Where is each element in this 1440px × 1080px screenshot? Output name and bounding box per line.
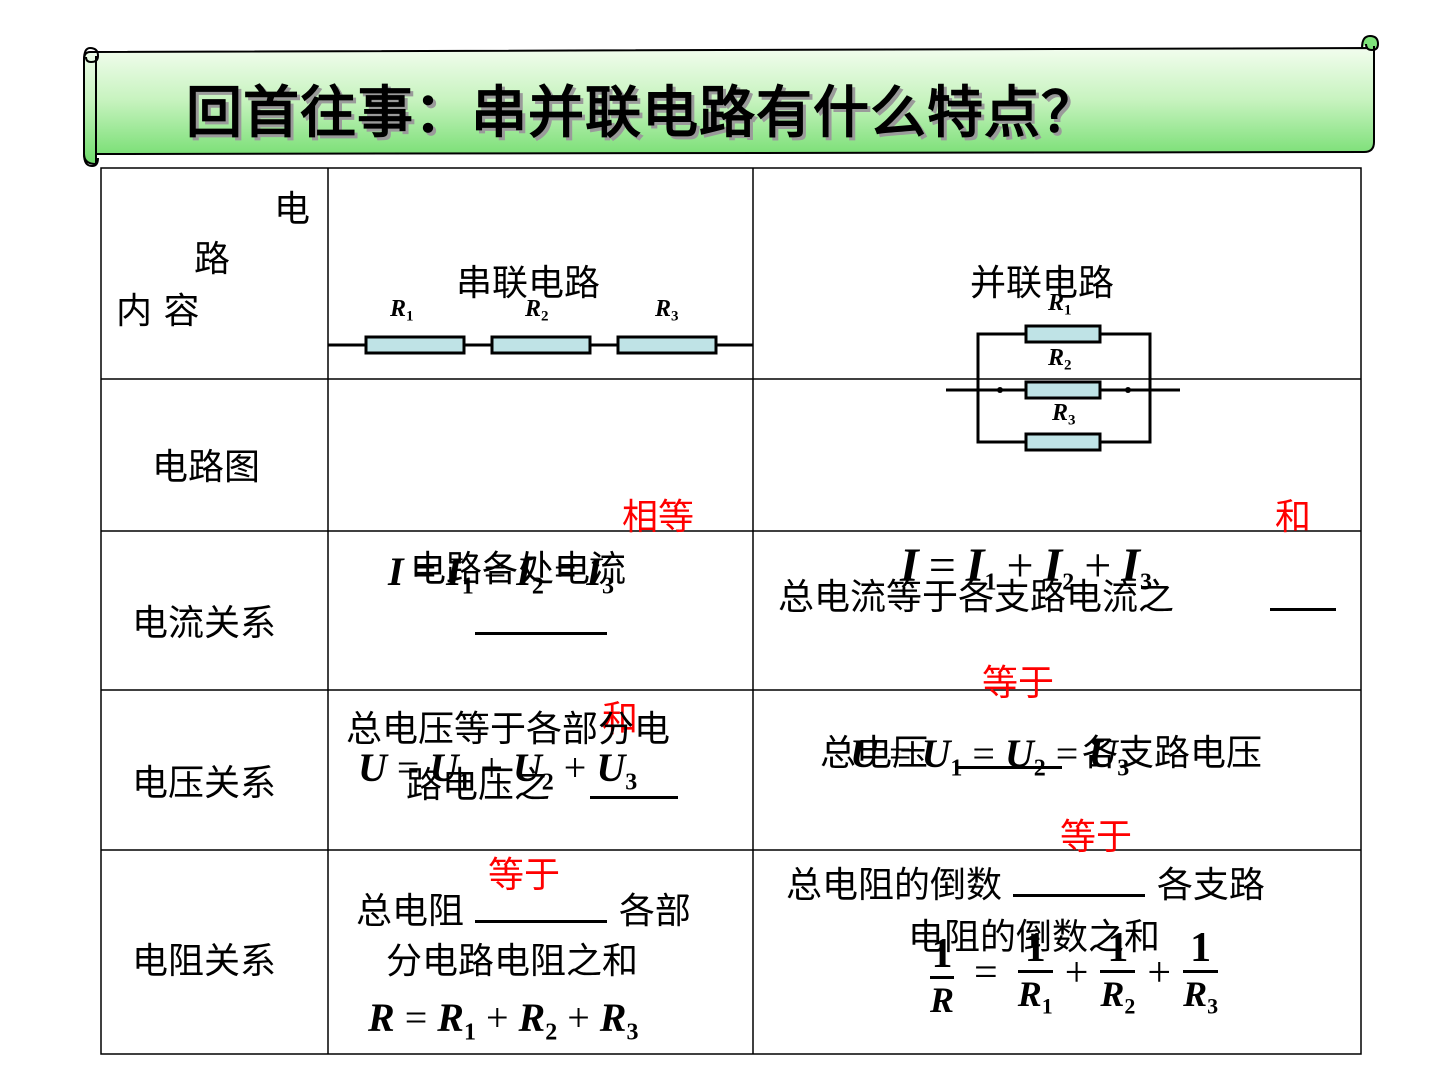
parallel-resistance-blank [1013,864,1146,897]
series-resistance-text-line2: 分电路电阻之和 [386,941,639,982]
parallel-current-formula: I=I1+I2+I3 [900,539,1152,596]
series-label-r1: R1 [390,296,414,325]
series-resistor-r1 [364,335,466,355]
title-banner [76,32,1388,168]
parallel-heading: 并联电路 [970,263,1115,304]
series-resistance-text-a: 总电阻 [356,891,465,932]
row-label-current: 电流关系 [132,603,277,644]
series-voltage-text-line2: 路电压之 [406,765,551,806]
parallel-voltage-answer: 等于 [982,663,1055,704]
parallel-circuit-diagram [946,324,1180,452]
row-label-resistance: 电阻关系 [132,941,277,982]
row-label-voltage: 电压关系 [132,763,277,804]
parallel-resistor-r2 [1024,380,1102,400]
series-resistance-text-line1: 总电阻 各部 [356,882,691,934]
parallel-current-answer: 和 [1275,497,1312,538]
parallel-label-r3: R3 [1052,400,1076,429]
parallel-current-blank [1270,578,1336,611]
parallel-resistance-text-a: 总电阻的倒数 [786,865,1003,906]
parallel-resistance-text-line2: 电阻的倒数之和 [908,917,1161,958]
header-cell-line1: 电 [274,189,311,230]
parallel-resistance-text-b: 各支路 [1156,865,1265,906]
series-voltage-text-line1: 总电压等于各部分电 [346,709,671,750]
series-resistor-r3 [616,335,718,355]
series-label-r3: R3 [655,296,679,325]
series-current-answer: 相等 [622,497,695,538]
series-resistor-r2 [490,335,592,355]
page-title: 回首往事：串并联电路有什么特点？ [186,81,1098,146]
parallel-resistor-r3 [1024,432,1102,452]
parallel-resistance-text-line1: 总电阻的倒数 各支路 [786,856,1265,908]
series-resistance-formula: R=R1+R2+R3 [368,995,639,1046]
series-voltage-answer: 和 [602,699,639,740]
row-label-diagram: 电路图 [152,447,261,488]
series-voltage-formula: U=U1+U2+U3 [358,745,638,796]
series-current-text: 电路各处电流 [410,549,627,590]
parallel-voltage-text-a: 总电压 [820,733,929,774]
parallel-voltage-text-b: 各支路电压 [1082,733,1263,774]
series-label-r2: R2 [525,296,549,325]
series-circuit-diagram [328,335,753,355]
parallel-current-text: 总电流等于各支路电流之 [778,577,1175,618]
parallel-voltage-blank [958,736,1062,769]
header-cell-line3: 内 容 [116,291,200,332]
parallel-resistor-r1 [1024,324,1102,344]
parallel-resistance-answer: 等于 [1060,817,1133,858]
series-heading: 串联电路 [456,263,601,304]
scroll-banner-shape [83,34,1380,168]
series-resistance-blank [475,890,608,923]
series-current-blank [475,602,607,635]
parallel-label-r2: R2 [1048,345,1072,374]
parallel-label-r1: R1 [1048,290,1072,319]
series-resistance-text-b: 各部 [618,891,691,932]
series-resistance-answer: 等于 [488,855,561,896]
series-voltage-blank [590,766,678,799]
header-cell-line2: 路 [194,239,231,280]
series-current-formula: I=I1=I2=I3 [388,549,614,600]
